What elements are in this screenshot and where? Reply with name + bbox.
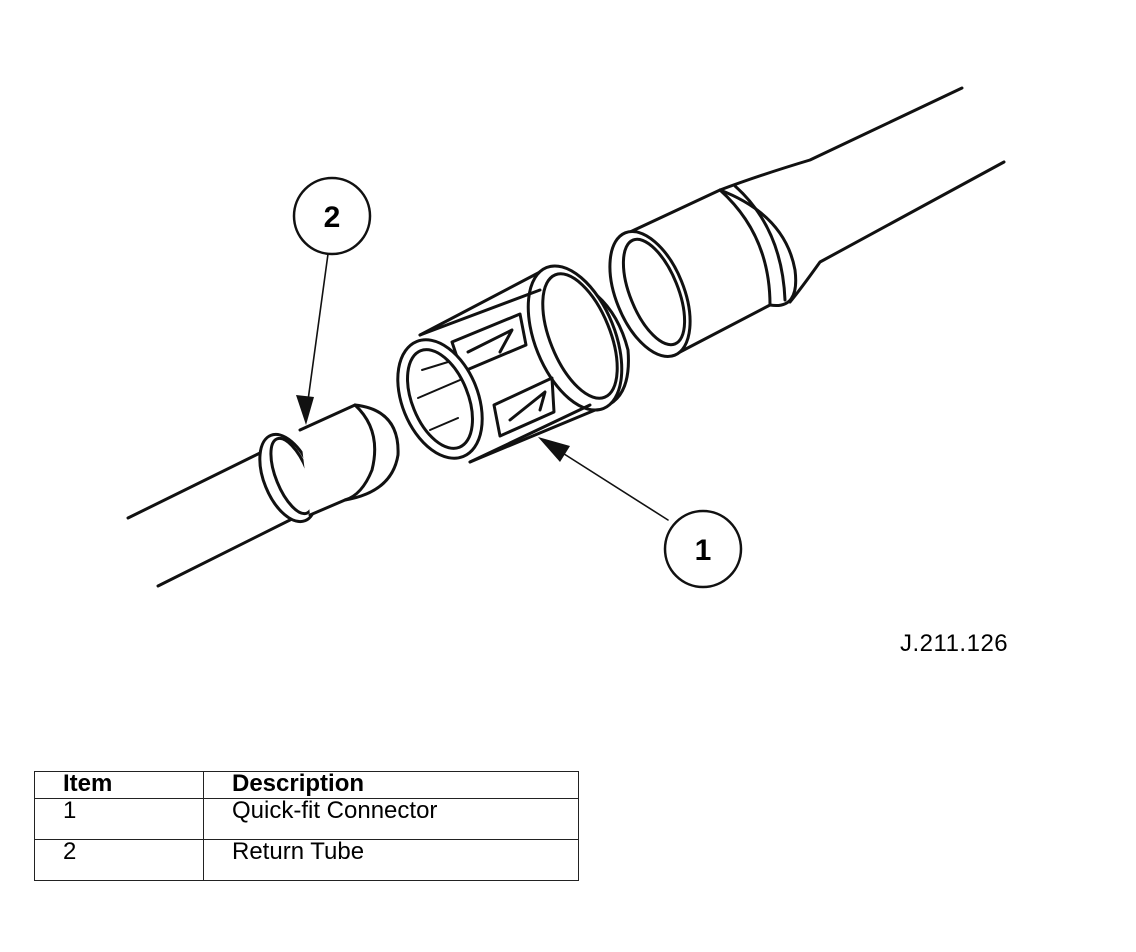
arrowhead-2: [296, 395, 314, 425]
leader-line-1: [549, 444, 669, 521]
table-row: 2 Return Tube: [34, 839, 579, 881]
legend-item-number: 1: [34, 798, 204, 840]
arrowhead-1: [538, 437, 570, 462]
hose-upper-edge: [718, 86, 964, 192]
return-tube-lower-edge: [156, 513, 302, 588]
callout-1-label: 1: [695, 534, 712, 567]
connector-rear-flange: [526, 264, 624, 412]
connector-window-lower: [492, 376, 556, 438]
connector-front-opening: [396, 338, 484, 460]
legend-item-description: Quick-fit Connector: [203, 798, 579, 840]
legend-table: Item Description 1 Quick-fit Connector 2…: [34, 771, 579, 881]
legend-header-row: Item Description: [34, 771, 579, 799]
collar-ring: [608, 229, 692, 359]
connector-diagram: 2 1: [126, 86, 1006, 589]
legend-item-description: Return Tube: [203, 839, 579, 881]
return-tube-upper-edge: [126, 450, 264, 520]
figure-reference-code: J.211.126: [900, 630, 1009, 657]
hose-lower-edge: [788, 160, 1006, 304]
callout-1: 1: [663, 509, 743, 589]
legend-header-description: Description: [203, 771, 579, 799]
legend-header-item: Item: [34, 771, 204, 799]
callout-2-label: 2: [324, 201, 341, 234]
callout-2: 2: [292, 176, 372, 256]
leader-line-2: [305, 253, 329, 416]
table-row: 1 Quick-fit Connector: [34, 798, 579, 840]
legend-item-number: 2: [34, 839, 204, 881]
